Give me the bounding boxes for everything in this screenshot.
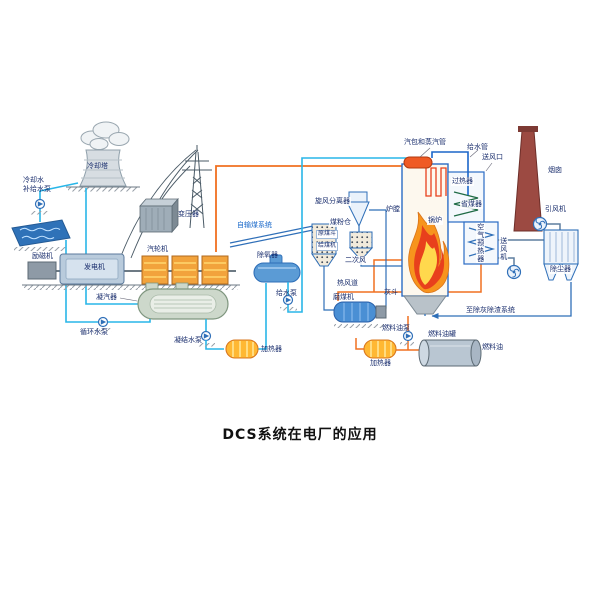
leader-lines	[119, 147, 493, 302]
label-deaerator: 除氧器	[257, 251, 278, 259]
water-channel	[11, 219, 71, 251]
label-air-supply-port: 送风口	[482, 153, 503, 161]
label-oil-heater: 加热器	[370, 359, 391, 367]
label-raw-coal-hopper: 原煤斗	[316, 230, 339, 239]
label-coal-conveying: 自输煤系统	[237, 221, 272, 229]
label-fuel-oil-tank: 燃料油罐	[428, 330, 456, 338]
label-feed-water-pipe: 给水管	[467, 143, 488, 151]
condenser	[137, 282, 229, 320]
label-ash-hopper: 灰斗	[384, 288, 398, 296]
label-generator: 发电机	[84, 263, 105, 271]
makeup-pump	[30, 182, 79, 222]
cooling-tower	[66, 121, 140, 192]
label-lp-heater: 加热器	[261, 345, 282, 353]
feed-pipe	[431, 151, 469, 195]
label-cooling-tower: 冷却塔	[87, 162, 108, 170]
label-circulating-pump: 循环水泵	[80, 328, 108, 336]
fd-fan	[498, 257, 522, 280]
label-fd-fan: 送风机	[499, 237, 508, 261]
label-dust-collector: 除尘器	[549, 265, 572, 274]
coal-system	[229, 191, 402, 328]
transformer	[139, 197, 179, 234]
condensate-line	[198, 283, 267, 350]
label-coal-feeder: 给煤机	[316, 242, 339, 251]
id-fan	[532, 216, 548, 232]
label-ash-system: 至除灰除渣系统	[465, 306, 516, 315]
deaerator	[253, 254, 301, 283]
label-fuel-oil-pump: 燃料油泵	[382, 324, 410, 332]
hot-air-ducts	[337, 259, 482, 301]
label-chimney: 烟囱	[548, 166, 562, 174]
label-fuel-oil: 燃料油	[482, 343, 503, 351]
label-steam-turbine: 汽轮机	[147, 245, 168, 253]
label-superheater: 过热器	[451, 177, 474, 186]
label-transformer: 变压器	[178, 210, 199, 218]
lp-heater	[225, 339, 259, 359]
label-hot-air-duct: 热风道	[337, 279, 358, 287]
turbine-generator-set	[22, 253, 240, 290]
chimney	[513, 126, 543, 232]
label-secondary-air: 二次风	[344, 256, 367, 265]
label-drum-steam-pipe: 汽包和蒸汽管	[404, 138, 446, 146]
label-economizer: 省煤器	[460, 200, 483, 209]
backpass	[447, 171, 499, 265]
fuel-oil-system	[355, 316, 482, 367]
label-condenser: 凝汽器	[96, 293, 117, 301]
diagram-title: DCS系统在电厂的应用	[222, 427, 378, 443]
label-id-fan: 引风机	[545, 205, 566, 213]
label-condensate-pump: 凝结水泵	[174, 336, 202, 344]
label-air-preheater: 空气预热器	[476, 223, 485, 263]
furnace-boiler	[401, 156, 450, 315]
label-coal-mill: 磨煤机	[333, 293, 354, 301]
ash-line	[424, 282, 572, 319]
label-coal-bunker: 煤粉仓	[329, 218, 352, 227]
main-steam-line	[215, 165, 406, 252]
transmission-tower	[120, 145, 212, 259]
label-boiler: 锅炉	[427, 216, 443, 225]
label-makeup-pump: 冷却水 补给水泵	[23, 176, 51, 193]
label-exciter: 励磁机	[32, 252, 53, 260]
label-furnace: 炉膛	[386, 205, 400, 213]
label-cyclone-separator: 旋风分离器	[314, 197, 351, 206]
label-feed-pump: 给水泵	[276, 289, 297, 297]
